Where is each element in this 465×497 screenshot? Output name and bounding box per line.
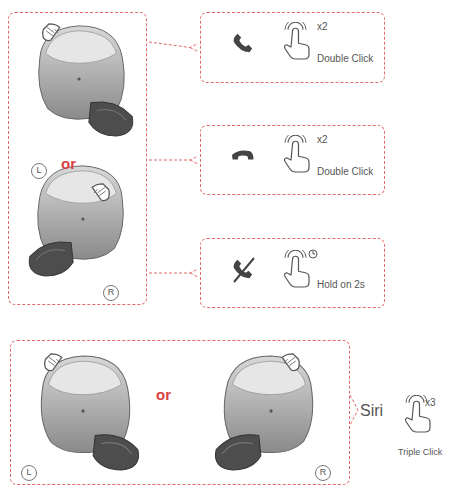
side-marker: R: [103, 285, 119, 301]
side-letter: L: [26, 468, 31, 478]
side-letter: R: [320, 468, 327, 478]
assistant-label: Siri: [360, 402, 383, 420]
count-text: x2: [317, 21, 328, 32]
side-letter: L: [36, 166, 41, 176]
gesture-text: Hold on 2s: [317, 279, 365, 290]
gesture-text: Double Click: [317, 166, 373, 177]
earbud-group: orL R: [8, 12, 147, 305]
callout-leader: [149, 42, 198, 52]
callout-leader: [149, 156, 198, 164]
count-text: x2: [317, 134, 328, 145]
earbud-group: orL R: [10, 340, 350, 485]
gesture-label: Triple Click: [398, 448, 442, 458]
count-text: or: [61, 156, 76, 173]
action-callout: x2Double Click: [200, 125, 385, 195]
side-marker: R: [315, 465, 331, 481]
action-callout: Hold on 2s: [200, 238, 385, 308]
callout-leader: [149, 269, 198, 277]
action-callout: x2Double Click: [200, 12, 385, 83]
side-marker: L: [21, 465, 37, 481]
count-text: or: [156, 387, 171, 404]
side-letter: R: [108, 288, 115, 298]
side-marker: L: [31, 163, 47, 179]
gesture-text: Double Click: [317, 53, 373, 64]
click-count: x3: [425, 397, 436, 408]
